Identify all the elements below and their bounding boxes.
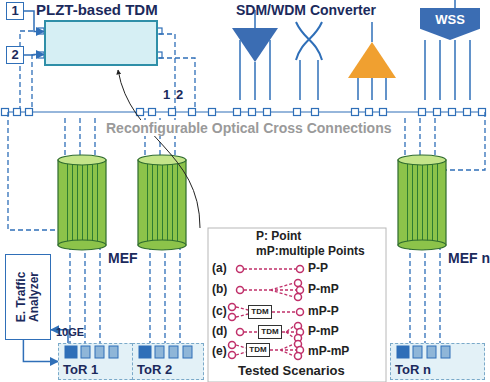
- node-text: PLZT-based TDM: [36, 2, 158, 19]
- connector-arrow: [23, 340, 58, 362]
- traffic-analyzer-box: E. Traffic Analyzer: [5, 254, 51, 340]
- node-text: P-mP: [308, 283, 339, 297]
- text-label: Reconfigurable Optical Cross Connections: [104, 120, 394, 136]
- mef-cylinder: [58, 155, 106, 250]
- node-text: 2: [11, 48, 18, 62]
- legend-panel: P: PointmP:multiple Points (a) P-P (b) P-mP (…: [208, 228, 386, 382]
- tor-switch-box: ToR n: [390, 343, 485, 380]
- node-text: TDM: [249, 346, 266, 355]
- node-text: 1: [11, 4, 18, 18]
- node-text: ToR 2: [137, 363, 172, 377]
- tdm-mini-box: TDM: [258, 325, 282, 339]
- node-text: (c): [212, 305, 227, 319]
- node-text: E. Traffic Analyzer: [15, 258, 41, 336]
- tor-switch-box: ToR 2: [132, 343, 204, 380]
- node-text: WSS: [435, 13, 465, 27]
- node-text: Tested Scenarios: [238, 364, 345, 379]
- text-label: 1: [163, 88, 170, 103]
- node-text: ToR 1: [63, 363, 98, 377]
- tdm-mini-box: TDM: [246, 343, 270, 357]
- text-label: 10GE: [56, 326, 84, 339]
- connector-arrow: [24, 54, 44, 56]
- node-text: mP-P: [308, 305, 339, 319]
- text-label: MEF: [108, 250, 138, 266]
- tor-ports: [133, 344, 203, 360]
- node-text: (d): [212, 325, 227, 339]
- tdm-switch-box: PLZT-based TDM: [44, 20, 158, 66]
- node-text: (a): [212, 262, 227, 276]
- wss-box: WSS: [420, 8, 480, 40]
- node-text: mP-mP: [308, 345, 349, 359]
- port-squares: [2, 109, 486, 116]
- tdm-mini-box: TDM: [248, 305, 272, 319]
- node-text: (e): [212, 345, 227, 359]
- node-text: mP:multiple Points: [256, 245, 365, 259]
- node-text: TDM: [251, 308, 268, 317]
- node-text: (b): [212, 283, 227, 297]
- node-text: ToR n: [395, 363, 431, 377]
- input-port-box: 2: [6, 46, 24, 64]
- node-text: TDM: [261, 328, 278, 337]
- text-label: MEF n: [448, 250, 490, 266]
- mef-cylinder: [398, 155, 446, 250]
- tor-ports: [391, 344, 484, 360]
- node-text: P-P: [308, 262, 328, 276]
- text-label: SDM/WDM Converter: [236, 2, 376, 18]
- text-label: 2: [176, 88, 183, 103]
- mef-cylinder: [138, 155, 186, 250]
- node-text: P: Point: [256, 230, 301, 244]
- node-text: P-mP: [308, 325, 339, 339]
- input-port-box: 1: [6, 2, 24, 20]
